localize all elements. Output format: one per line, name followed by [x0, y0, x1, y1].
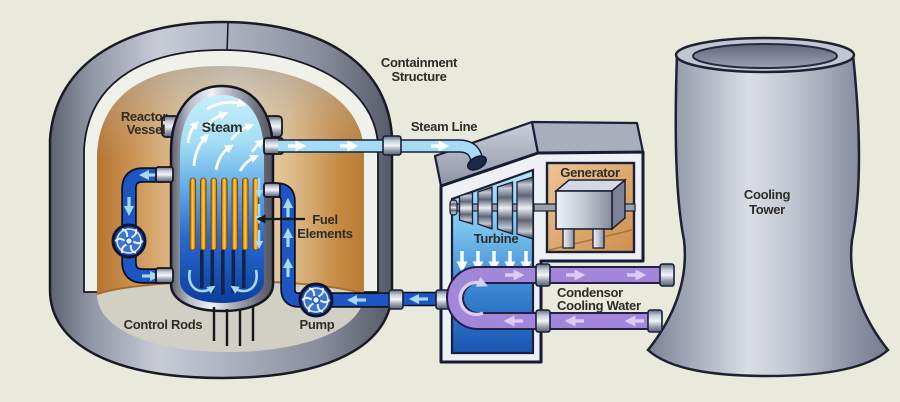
fuel-rods [189, 177, 260, 251]
labels: Containment Structure Reactor Vessel Ste… [121, 55, 791, 332]
turbine-steam-arrows [456, 251, 532, 273]
generator-shaft-stub [624, 203, 636, 212]
tower-coupling [659, 263, 675, 287]
recirculation-pump [111, 223, 147, 259]
wall-coupling [382, 135, 402, 156]
tower-coupling [647, 309, 663, 333]
pump-label: Pump [300, 317, 335, 332]
control-rods-internal [200, 250, 246, 295]
wall-coupling [388, 289, 404, 310]
feedwater-pump [298, 282, 334, 318]
control-rod-drives [212, 307, 255, 346]
fuel-elements-label: Fuel [312, 212, 338, 227]
generator [553, 178, 636, 249]
condenser-cooling-water-pipe [446, 263, 675, 333]
reactor-vessel-label: Vessel [127, 122, 166, 137]
turbine-building [433, 120, 645, 364]
wall-coupling [535, 309, 551, 333]
fuel-elements-label: Elements [297, 226, 352, 241]
steam-line-roof-opening [467, 155, 487, 171]
cooling-tower-label: Cooling [744, 187, 791, 202]
turbine-label: Turbine [474, 231, 519, 246]
condensate-return-pipe [388, 289, 451, 310]
steam-flow-arrows [186, 98, 265, 172]
containment-structure-label: Structure [391, 69, 446, 84]
feedwater-loop-pipe [272, 182, 392, 308]
turbine-wheel [516, 176, 534, 240]
turbine-wheel [496, 181, 514, 235]
containment-structure-label: Containment [381, 55, 458, 70]
steam-line-pipe [278, 135, 487, 171]
generator-leg [562, 228, 575, 249]
cooling-tower-opening [692, 43, 838, 69]
generator-leg [592, 228, 605, 249]
condensor-cooling-water-label: Condensor [557, 285, 623, 300]
condensor-cooling-water-label: Cooling Water [557, 298, 641, 313]
control-rods-label: Control Rods [124, 317, 203, 332]
cooling-tower [646, 36, 890, 378]
roof-flat [530, 120, 645, 155]
reactor-vessel [155, 84, 284, 346]
steam-line-label: Steam Line [411, 119, 477, 134]
turbine [449, 176, 558, 240]
generator-label: Generator [560, 165, 620, 180]
turbine-wheel [458, 191, 474, 225]
turbine-wheel [477, 186, 493, 230]
dome-seam [226, 22, 229, 54]
steam-label: Steam [202, 119, 243, 135]
wall-coupling [535, 263, 551, 287]
cooling-tower-label: Tower [749, 202, 785, 217]
reactor-vessel-label: Reactor [121, 109, 168, 124]
cooling-tower-body [646, 53, 890, 378]
